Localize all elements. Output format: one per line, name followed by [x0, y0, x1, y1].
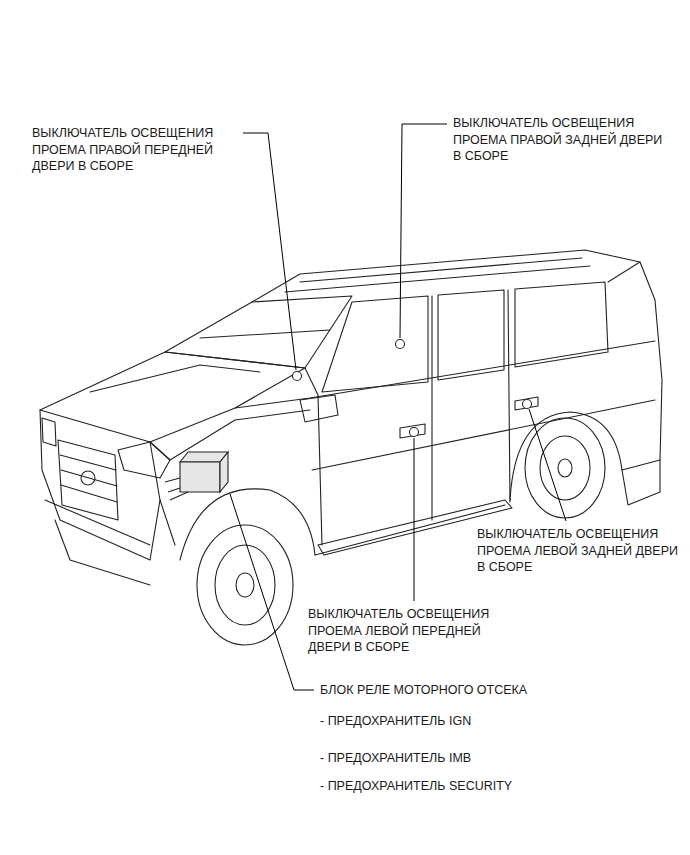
car-body	[508, 290, 510, 502]
leader-line	[230, 124, 566, 690]
callout-label: ВЫКЛЮЧАТЕЛЬ ОСВЕЩЕНИЯ ПРОЕМА ЛЕВОЙ ПЕРЕД…	[308, 606, 520, 656]
car-body	[285, 266, 590, 292]
car-body	[305, 368, 322, 545]
door-switch	[293, 372, 302, 381]
fuse-label: - ПРЕДОХРАНИТЕЛЬ IMB	[320, 750, 471, 767]
car-body	[81, 471, 95, 485]
car-body	[118, 442, 170, 478]
car-body	[510, 412, 622, 500]
car-body	[558, 459, 572, 477]
fuse-label: - ПРЕДОХРАНИТЕЛЬ SECURITY	[320, 778, 512, 795]
car-body	[312, 400, 655, 470]
car-body	[197, 525, 293, 645]
car-body	[160, 500, 175, 545]
relay-block	[220, 452, 228, 492]
leader-line	[230, 494, 314, 690]
car-body	[322, 296, 428, 392]
leader-line	[400, 124, 447, 338]
car-body	[55, 520, 150, 585]
relay-block	[180, 462, 220, 492]
car-body	[515, 282, 608, 367]
car-body	[42, 418, 56, 446]
car-body	[315, 505, 505, 555]
car-body	[40, 352, 305, 442]
car-body	[235, 341, 655, 408]
car-body	[165, 296, 352, 368]
car-body	[540, 436, 590, 500]
car-body	[431, 296, 432, 520]
car-body	[515, 397, 538, 410]
car-body	[622, 460, 660, 505]
door-switch	[293, 340, 532, 437]
callout-label: ВЫКЛЮЧАТЕЛЬ ОСВЕЩЕНИЯ ПРОЕМА ПРАВОЙ ЗАДН…	[453, 115, 668, 165]
leader-line	[243, 133, 296, 370]
car-body	[40, 410, 160, 560]
car-body	[215, 545, 275, 625]
fuse-label: - ПРЕДОХРАНИТЕЛЬ IGN	[320, 713, 471, 730]
leader-line	[414, 438, 415, 601]
car-body	[400, 424, 425, 438]
door-switch	[410, 428, 419, 437]
relay-block	[165, 478, 188, 500]
door-switch	[523, 400, 532, 409]
car-body	[200, 330, 330, 338]
leader-line	[529, 409, 566, 521]
car-body	[58, 440, 118, 520]
car-body	[180, 489, 315, 560]
car-body	[90, 365, 260, 392]
car-body	[45, 500, 150, 545]
car-body	[60, 455, 117, 502]
car-body	[438, 290, 504, 380]
part-label: БЛОК РЕЛЕ МОТОРНОГО ОТСЕКА	[320, 682, 527, 699]
relay-block	[165, 452, 228, 500]
car-body	[300, 395, 338, 422]
car-body	[236, 573, 254, 597]
car-body	[608, 262, 640, 282]
callout-label: ВЫКЛЮЧАТЕЛЬ ОСВЕЩЕНИЯ ПРОЕМА ЛЕВОЙ ЗАДНЕ…	[477, 526, 685, 576]
car-body	[40, 250, 662, 645]
car-body	[252, 250, 662, 470]
door-switch	[396, 340, 405, 349]
callout-label: ВЫКЛЮЧАТЕЛЬ ОСВЕЩЕНИЯ ПРОЕМА ПРАВОЙ ПЕРЕ…	[32, 125, 244, 175]
car-body	[150, 442, 170, 460]
